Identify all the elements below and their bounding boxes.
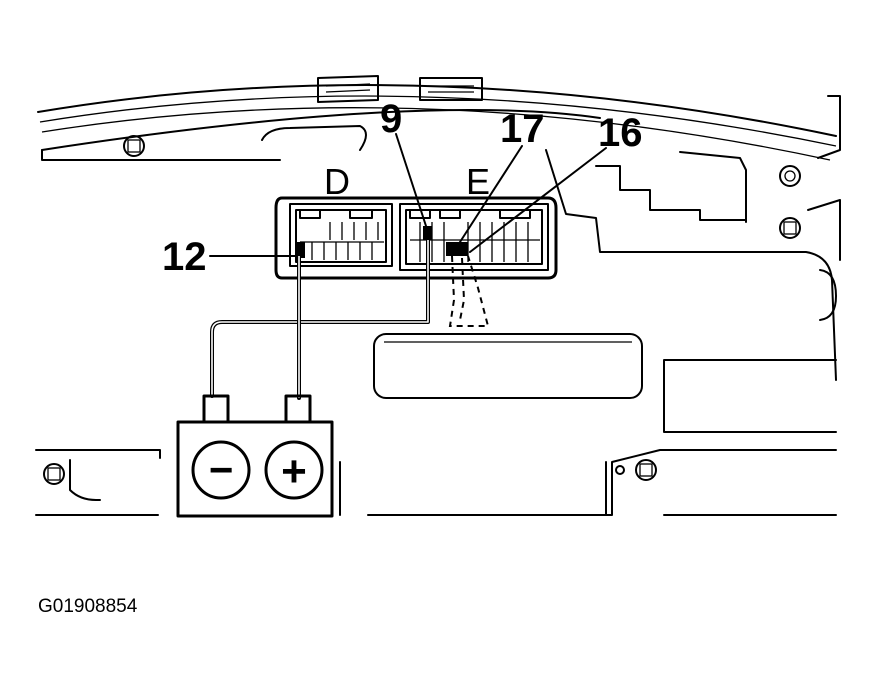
pin-12-label: 12 xyxy=(162,235,207,279)
pin-9-label: 9 xyxy=(380,97,402,141)
pin-16-label: 16 xyxy=(598,111,643,155)
connector-housing xyxy=(274,196,558,280)
negative-terminal-icon xyxy=(191,440,251,500)
connector-e-label: E xyxy=(466,161,490,202)
pin-17-label: 17 xyxy=(500,107,545,151)
meter-body xyxy=(176,394,334,518)
component-panel-outline xyxy=(35,75,841,516)
positive-terminal-icon xyxy=(264,440,324,500)
positive-symbol: + xyxy=(281,447,307,496)
test-lead-wires xyxy=(210,238,490,400)
connector-d-label: D xyxy=(324,161,350,202)
connector-e xyxy=(399,203,549,271)
bolt-icon xyxy=(43,463,65,485)
bolt-icon xyxy=(779,217,801,239)
figure-code: G01908854 xyxy=(38,596,138,617)
bolt-icon xyxy=(635,459,657,481)
bolt-icon xyxy=(123,135,145,157)
callout-leaders xyxy=(209,133,607,257)
connector-d xyxy=(289,203,393,267)
bolt-icon xyxy=(615,465,625,475)
bolt-icon xyxy=(779,165,801,187)
negative-symbol: − xyxy=(209,446,234,493)
